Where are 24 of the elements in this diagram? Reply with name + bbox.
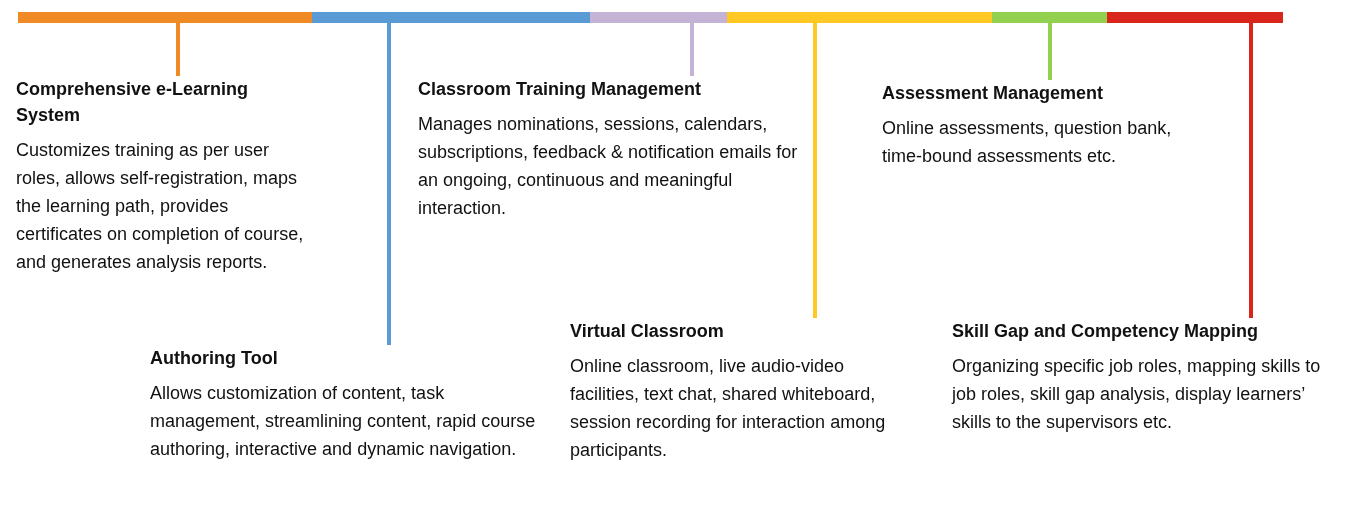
connector-line [1249,23,1253,318]
feature-heading: Comprehensive e-Learning System [16,78,250,127]
connector-line [690,23,694,76]
feature-description: Customizes training as per user roles, allows self-registration, maps the learning path, provides certificates on completion of course, and generates analysis reports. [16,139,305,274]
connector-line [813,23,817,318]
timeline-bar-segment [727,12,992,23]
connector-line [1048,23,1052,80]
connector-line [387,23,391,345]
feature-heading: Skill Gap and Competency Mapping [952,320,1260,343]
timeline-bar-segment [1107,12,1283,23]
feature-description: Online assessments, question bank, time-bound assessments etc. [882,117,1173,168]
timeline-bar-segment [590,12,727,23]
feature-description: Online classroom, live audio-video facilities, text chat, shared whiteboard, session recording for interaction among participants. [570,355,887,462]
feature-heading: Authoring Tool [150,347,279,370]
timeline-bar-segment [312,12,590,23]
feature-heading: Assessment Management [882,82,1105,105]
feature-description: Manages nominations, sessions, calendars, subscriptions, feedback & notification emails for an ongoing, continuous and meaningful interaction. [418,113,798,220]
feature-heading: Virtual Classroom [570,320,725,343]
timeline-bar-segment [992,12,1107,23]
feature-description: Organizing specific job roles, mapping skills to job roles, skill gap analysis, display learners’ skills to the supervisors etc. [952,355,1322,434]
feature-heading: Classroom Training Management [418,78,703,101]
timeline-bar-segment [18,12,312,23]
feature-description: Allows customization of content, task management, streamlining content, rapid course authoring, interactive and dynamic navigation. [150,382,537,461]
connector-line [176,23,180,76]
